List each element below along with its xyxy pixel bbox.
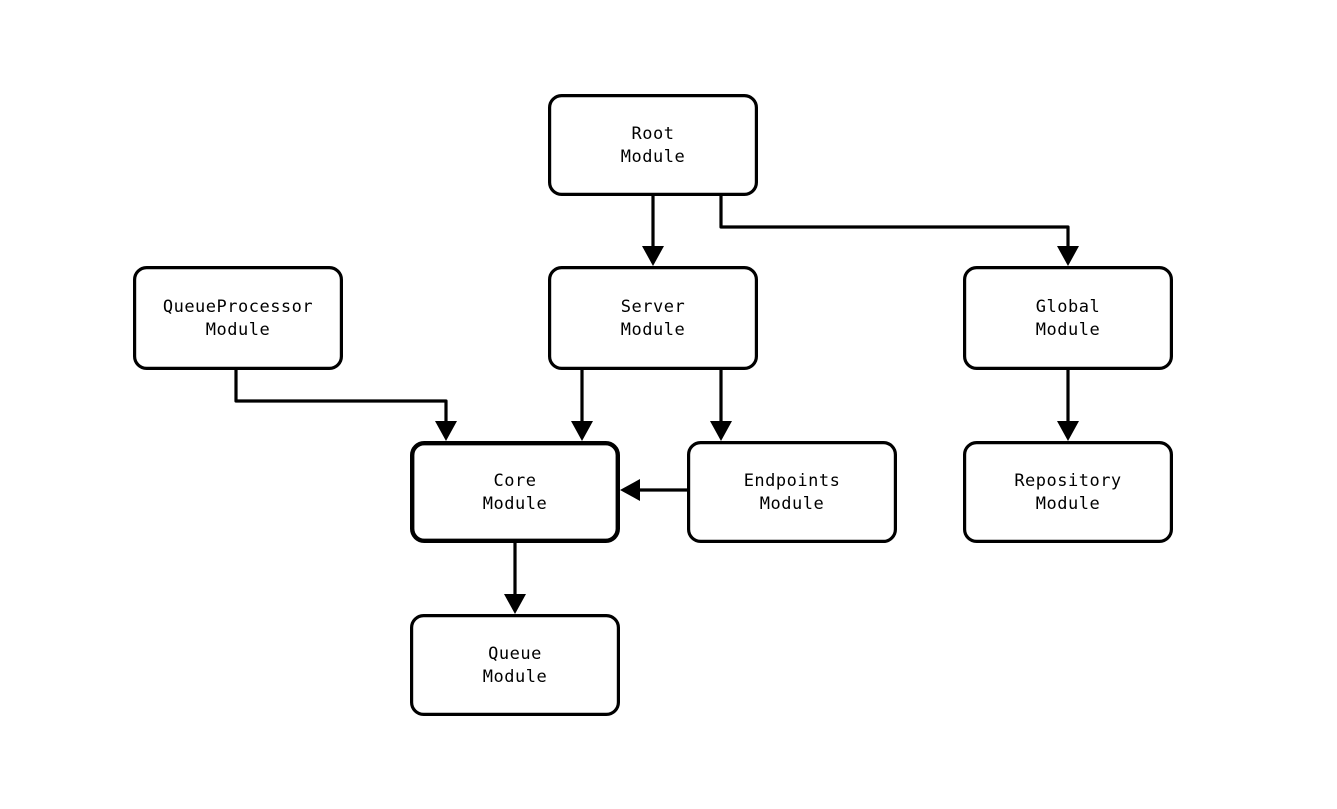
arrow-head-icon [642, 246, 664, 266]
arrow-head-icon [435, 421, 457, 441]
node-box[interactable] [410, 613, 621, 716]
node-label-line1: Server [621, 297, 685, 317]
node-box[interactable] [133, 266, 344, 371]
node-box[interactable] [410, 441, 621, 544]
node-label-line2: Module [1036, 320, 1100, 340]
node-label-line2: Module [206, 320, 270, 340]
node-label-line2: Module [760, 494, 824, 514]
edge-root-to-global [719, 196, 1079, 266]
node-label-line2: Module [483, 494, 547, 514]
node-box[interactable] [547, 93, 758, 197]
nodes-layer: RootModuleQueueProcessorModuleServerModu… [133, 93, 1173, 716]
node-label-line1: Core [494, 471, 537, 491]
node-box[interactable] [547, 266, 758, 371]
edge-core-to-queue [504, 543, 526, 614]
edge-server-to-core [571, 370, 593, 441]
arrow-head-icon [1057, 421, 1079, 441]
edge-root-to-server [642, 196, 664, 266]
edge-endpoints-to-core [620, 479, 687, 501]
arrow-head-icon [571, 421, 593, 441]
edge-server-to-endpoints [710, 370, 732, 441]
node-label-line2: Module [483, 667, 547, 687]
edge-global-to-repository [1057, 370, 1079, 441]
arrow-head-icon [504, 594, 526, 614]
arrow-head-icon [1057, 246, 1079, 266]
node-box[interactable] [962, 441, 1173, 544]
node-label-line1: Endpoints [744, 471, 841, 491]
arrow-head-icon [710, 421, 732, 441]
node-label-line1: QueueProcessor [163, 297, 313, 317]
node-label-line1: Repository [1014, 471, 1121, 491]
node-box[interactable] [686, 441, 897, 544]
edge-line [234, 370, 448, 421]
edges-layer [234, 196, 1079, 614]
node-label-line1: Root [632, 124, 675, 144]
node-label-line2: Module [621, 320, 685, 340]
arrow-head-icon [620, 479, 640, 501]
node-label-line1: Global [1036, 297, 1100, 317]
edge-line [719, 196, 1070, 246]
node-label-line1: Queue [488, 644, 542, 664]
node-label-line2: Module [1036, 494, 1100, 514]
node-box[interactable] [962, 266, 1173, 371]
node-label-line2: Module [621, 147, 685, 167]
edge-queueprocessor-to-core [234, 370, 457, 441]
